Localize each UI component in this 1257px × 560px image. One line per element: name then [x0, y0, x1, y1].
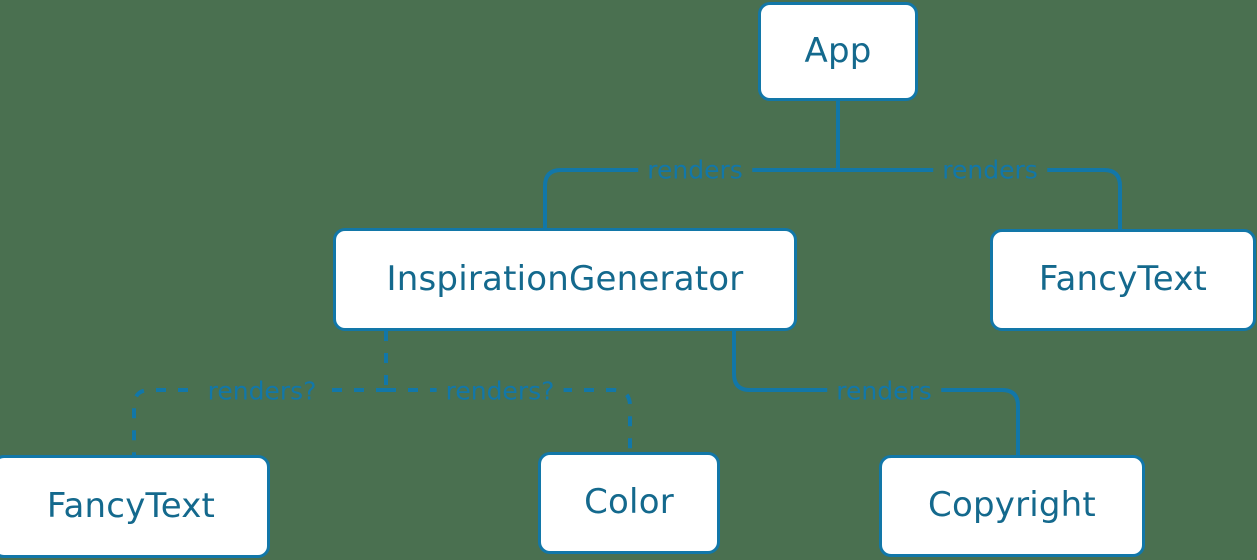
node-fancytext-right[interactable]: FancyText: [990, 229, 1256, 331]
edge-label-inspiration-to-color: renders?: [436, 378, 564, 404]
node-app[interactable]: App: [758, 2, 918, 101]
edge-label-app-to-inspiration-generator: renders: [638, 157, 752, 183]
edge-label-app-to-fancytext-right: renders: [933, 157, 1047, 183]
edge-label-inspiration-to-copyright: renders: [827, 378, 941, 404]
node-fancytext-bottom-label: FancyText: [46, 485, 216, 526]
node-fancytext-bottom[interactable]: FancyText: [0, 455, 270, 558]
node-fancytext-right-label: FancyText: [1038, 259, 1208, 299]
node-copyright-label: Copyright: [928, 485, 1096, 525]
edge-app-to-inspiration-generator: [543, 168, 838, 229]
edge-app-to-fancytext-right: [838, 168, 1122, 229]
node-app-label: App: [804, 30, 872, 71]
node-color-label: Color: [584, 482, 674, 522]
node-inspiration-generator-label: InspirationGenerator: [386, 258, 744, 299]
edge-inspiration-to-fancytext-bottom: [132, 388, 386, 455]
edge-inspiration-to-color: [386, 388, 632, 452]
node-inspiration-generator[interactable]: InspirationGenerator: [333, 228, 797, 331]
node-color[interactable]: Color: [538, 452, 720, 554]
edge-label-inspiration-to-fancytext-bottom: renders?: [198, 378, 326, 404]
node-copyright[interactable]: Copyright: [879, 455, 1145, 557]
